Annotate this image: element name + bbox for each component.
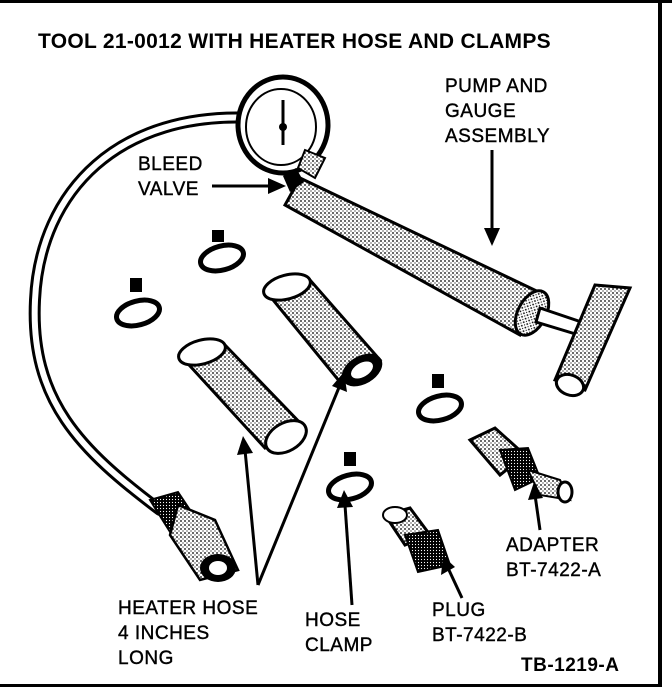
heater-hose-lower	[177, 337, 308, 455]
label-line: GAUGE	[445, 101, 517, 122]
hose-clamp-3	[416, 374, 464, 424]
label-hose-clamp: HOSE CLAMP	[305, 608, 373, 658]
plug-fitting	[382, 506, 452, 574]
bleed-valve	[283, 168, 304, 192]
label-line: BLEED	[138, 154, 203, 175]
label-line: LONG	[118, 648, 174, 669]
label-line: BT-7422-A	[506, 560, 602, 581]
label-line: HEATER HOSE	[118, 598, 259, 619]
label-line: CLAMP	[305, 635, 373, 656]
label-bleed-valve: BLEED VALVE	[138, 152, 203, 202]
label-line: 4 INCHES	[118, 623, 210, 644]
adapter-fitting	[467, 426, 574, 504]
heater-hose-upper	[262, 272, 383, 387]
hose-clamp-1	[198, 230, 246, 274]
frame-right-border	[658, 0, 662, 686]
label-line: ASSEMBLY	[445, 126, 551, 147]
pump-handle	[534, 283, 633, 398]
page-title: TOOL 21-0012 WITH HEATER HOSE AND CLAMPS	[38, 30, 551, 53]
leader-arrows	[212, 150, 543, 606]
label-heater-hose: HEATER HOSE 4 INCHES LONG	[118, 596, 258, 671]
frame-top-border	[0, 0, 672, 3]
flex-hose	[28, 111, 261, 516]
label-line: BT-7422-B	[432, 625, 528, 646]
label-adapter: ADAPTER BT-7422-A	[506, 533, 601, 583]
figure-code: TB-1219-A	[521, 655, 620, 676]
pump-cylinder	[282, 176, 551, 338]
label-pump-gauge-assembly: PUMP AND GAUGE ASSEMBLY	[445, 74, 550, 149]
hose-clamp-2	[114, 278, 162, 329]
label-line: HOSE	[305, 610, 361, 631]
hose-clamp-4	[326, 452, 374, 503]
label-plug: PLUG BT-7422-B	[432, 598, 527, 648]
label-line: VALVE	[138, 179, 199, 200]
frame-bottom-border	[0, 684, 662, 687]
label-line: PUMP AND	[445, 76, 548, 97]
hose-end-fitting	[148, 490, 240, 582]
label-line: PLUG	[432, 600, 486, 621]
pressure-gauge	[235, 74, 331, 180]
label-line: ADAPTER	[506, 535, 600, 556]
